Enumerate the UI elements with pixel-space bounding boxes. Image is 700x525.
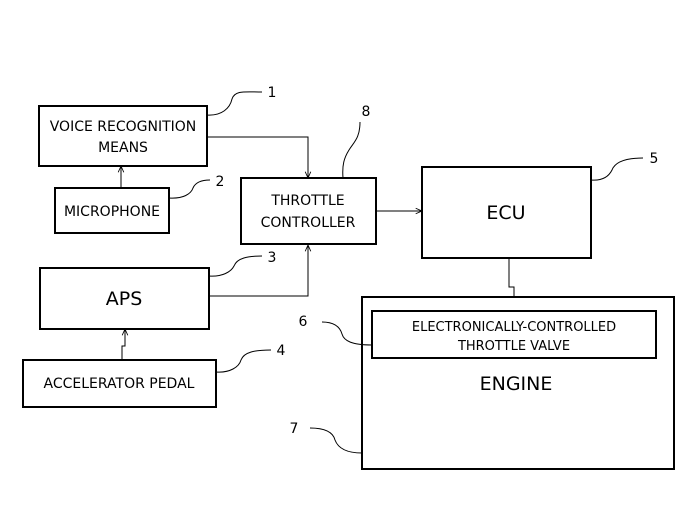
ref-numeral-8: 8 <box>362 104 371 120</box>
throttle-valve-label-line2: THROTTLE VALVE <box>457 339 570 354</box>
leader-line-2 <box>169 180 210 198</box>
throttle-valve-label-line1: ELECTRONICALLY-CONTROLLED <box>412 320 616 335</box>
aps-block: APS <box>40 268 209 329</box>
engine-label: ENGINE <box>480 373 553 395</box>
accelerator-pedal-block: ACCELERATOR PEDAL <box>23 360 216 407</box>
microphone-block: MICROPHONE <box>55 188 169 233</box>
throttle-controller-block: THROTTLE CONTROLLER <box>241 178 376 244</box>
ref-numeral-1: 1 <box>268 85 277 101</box>
aps-label: APS <box>106 288 143 310</box>
ref-numeral-7: 7 <box>290 421 299 437</box>
leader-line-4 <box>216 350 271 372</box>
leader-line-7 <box>310 428 362 453</box>
throttle-controller-label-line1: THROTTLE <box>270 193 344 209</box>
voice-recognition-label-line1: VOICE RECOGNITION <box>50 119 197 135</box>
accelerator-pedal-label: ACCELERATOR PEDAL <box>44 376 195 392</box>
ref-numeral-6: 6 <box>299 314 308 330</box>
ecu-block: ECU <box>422 167 591 258</box>
voice-to-controller-connector <box>207 137 308 178</box>
ref-numeral-3: 3 <box>268 250 277 266</box>
throttle-controller-label-line2: CONTROLLER <box>261 215 356 231</box>
ecu-label: ECU <box>486 202 525 224</box>
voice-recognition-label-line2: MEANS <box>98 140 148 156</box>
throttle-valve-block: ELECTRONICALLY-CONTROLLED THROTTLE VALVE <box>372 311 656 358</box>
leader-line-3 <box>209 256 262 276</box>
ref-numeral-5: 5 <box>650 151 659 167</box>
ref-numeral-4: 4 <box>277 343 286 359</box>
leader-line-1 <box>207 92 262 115</box>
leader-line-5 <box>591 158 643 180</box>
pedal-to-aps-connector <box>122 329 125 360</box>
leader-line-8 <box>343 122 360 178</box>
ref-numeral-2: 2 <box>216 174 225 190</box>
voice-recognition-block: VOICE RECOGNITION MEANS <box>39 106 207 166</box>
aps-to-controller-connector <box>209 245 308 296</box>
microphone-label: MICROPHONE <box>64 204 160 220</box>
